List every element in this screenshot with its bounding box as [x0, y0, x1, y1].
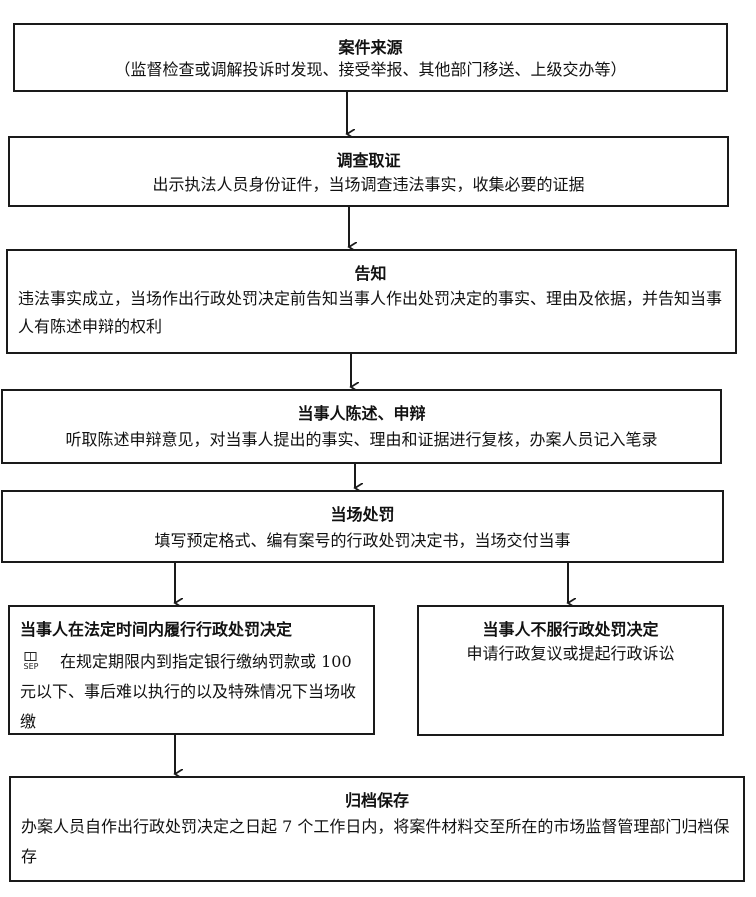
step-archive: 归档保存 办案人员自作出行政处罚决定之日起 7 个工作日内，将案件材料交至所在的… — [9, 776, 745, 882]
step-statement-title: 当事人陈述、申辩 — [297, 404, 426, 423]
step-comply-title: 当事人在法定时间内履行行政处罚决定 — [20, 620, 293, 639]
step-onsite-penalty: 当场处罚 填写预定格式、编有案号的行政处罚决定书，当场交付当事 — [1, 490, 724, 563]
step-archive-text: 办案人员自作出行政处罚决定之日起 7 个工作日内，将案件材料交至所在的市场监督管… — [21, 817, 730, 866]
step-notify-title: 告知 — [354, 264, 387, 283]
step-statement-text: 听取陈述申辩意见，对当事人提出的事实、理由和证据进行复核，办案人员记入笔录 — [65, 430, 658, 449]
step-statement: 当事人陈述、申辩 听取陈述申辩意见，对当事人提出的事实、理由和证据进行复核，办案… — [1, 389, 722, 464]
step-dispute-text: 申请行政复议或提起行政诉讼 — [466, 644, 675, 663]
step-dispute: 当事人不服行政处罚决定 申请行政复议或提起行政诉讼 — [417, 605, 724, 736]
step-dispute-title: 当事人不服行政处罚决定 — [482, 620, 659, 639]
step-comply-text: 在规定期限内到指定银行缴纳罚款或 100 元以下、事后难以执行的以及特殊情况下当… — [20, 652, 357, 731]
step-archive-title: 归档保存 — [344, 791, 409, 810]
step-onsite-penalty-title: 当场处罚 — [330, 505, 395, 524]
step-notify: 告知 违法事实成立，当场作出行政处罚决定前告知当事人作出处罚决定的事实、理由及依… — [6, 249, 737, 354]
step-investigate: 调查取证 出示执法人员身份证件，当场调查违法事实，收集必要的证据 — [8, 136, 729, 207]
step-investigate-text: 出示执法人员身份证件，当场调查违法事实，收集必要的证据 — [152, 175, 585, 194]
sep-icon: SEP — [24, 651, 39, 670]
step-onsite-penalty-text: 填写预定格式、编有案号的行政处罚决定书，当场交付当事 — [154, 531, 571, 550]
step-case-source: 案件来源 （监督检查或调解投诉时发现、接受举报、其他部门移送、上级交办等） — [13, 23, 728, 92]
sep-icon-label: SEP — [24, 662, 39, 670]
step-notify-text: 违法事实成立，当场作出行政处罚决定前告知当事人作出处罚决定的事实、理由及依据，并… — [18, 289, 723, 336]
step-case-source-text: （监督检查或调解投诉时发现、接受举报、其他部门移送、上级交办等） — [114, 60, 627, 79]
step-case-source-title: 案件来源 — [338, 38, 403, 57]
step-comply: 当事人在法定时间内履行行政处罚决定 SEP 在规定期限内到指定银行缴纳罚款或 1… — [8, 605, 375, 735]
step-investigate-title: 调查取证 — [336, 151, 401, 170]
